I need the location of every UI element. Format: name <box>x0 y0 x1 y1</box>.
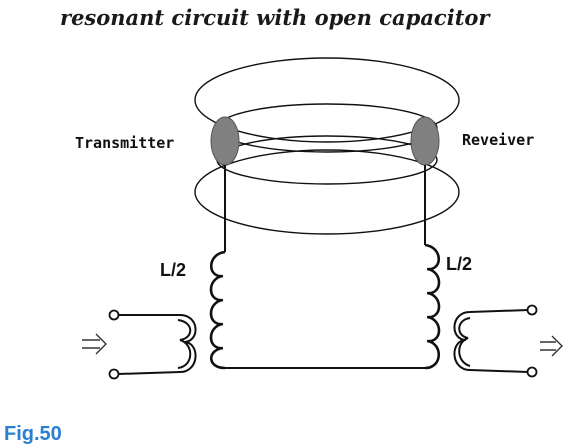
input-terminal-bottom <box>108 368 120 380</box>
transmitter-label: Transmitter <box>75 134 174 152</box>
output-coupling-coil-inner <box>458 317 471 367</box>
input-terminal-top <box>108 309 120 321</box>
inductor-right-label: L/2 <box>446 254 472 274</box>
output-terminal-bottom <box>526 366 538 378</box>
input-arrow-icon <box>82 333 107 355</box>
output-coupling <box>453 304 538 378</box>
field-ring-outer-top <box>194 57 460 143</box>
field-ring-inner-top <box>216 103 438 153</box>
inductor-left-coil <box>209 250 226 370</box>
field-ring-inner-bottom <box>216 135 438 185</box>
output-terminal-top <box>526 304 538 316</box>
figure-label: Fig.50 <box>4 423 62 445</box>
field-ring-outer-bottom <box>194 149 460 235</box>
output-arrow-icon <box>540 335 563 357</box>
input-coupling-coil-inner <box>177 319 192 369</box>
receiver-label: Reveiver <box>462 131 534 149</box>
inductor-left-label: L/2 <box>160 260 186 280</box>
transmitter-plate <box>210 116 240 166</box>
inductor-right-coil <box>424 243 441 370</box>
receiver-plate <box>410 116 440 166</box>
input-coupling <box>108 309 197 380</box>
diagram-title: resonant circuit with open capacitor <box>60 5 491 30</box>
